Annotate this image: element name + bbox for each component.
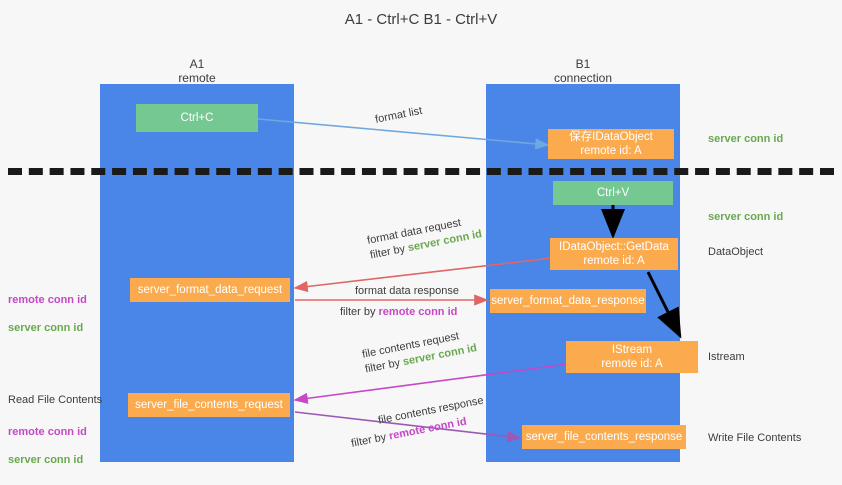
edge-label-format-data-response: format data response: [355, 284, 459, 299]
edge-label-format-data-response-line1: format data response: [355, 285, 459, 297]
node-server-file-contents-response-label: server_file_contents_response: [525, 431, 683, 443]
note-read-file-contents: Read File Contents: [8, 394, 103, 406]
note-server-conn-id-top: server conn id: [708, 133, 784, 145]
node-istream-title: IStream: [611, 344, 653, 356]
page-title: A1 - Ctrl+C B1 - Ctrl+V: [344, 11, 498, 28]
edge-label-format-list-text: format list: [374, 104, 424, 126]
node-server-format-data-request-label: server_format_data_request: [137, 284, 283, 296]
node-istream[interactable]: IStream remote id: A: [566, 341, 698, 373]
node-ctrl-v[interactable]: Ctrl+V: [553, 181, 673, 205]
node-istream-id: remote id: A: [601, 358, 663, 370]
node-getdata-title: IDataObject::GetData: [559, 241, 669, 253]
note-conn-ids-upper: remote conn id server conn id: [8, 279, 87, 349]
lane-header-a1: A1 remote: [100, 57, 294, 85]
lane-header-a1-sub: remote: [178, 71, 216, 85]
node-getdata[interactable]: IDataObject::GetData remote id: A: [550, 238, 678, 270]
node-getdata-id: remote id: A: [583, 255, 645, 267]
node-server-format-data-request[interactable]: server_format_data_request: [130, 278, 290, 302]
edge-label-format-data-response-filter: filter by remote conn id: [340, 305, 457, 320]
node-server-file-contents-response[interactable]: server_file_contents_response: [522, 425, 686, 449]
node-server-format-data-response[interactable]: server_format_data_response: [490, 289, 646, 313]
lane-header-a1-name: A1: [189, 57, 205, 71]
node-save-idataobject-id: remote id: A: [580, 145, 642, 157]
node-ctrl-c[interactable]: Ctrl+C: [136, 104, 258, 132]
edge-label-format-data-request: format data request filter by server con…: [366, 212, 483, 263]
node-ctrl-c-label: Ctrl+C: [180, 112, 214, 124]
note-remote-conn-id-upper: remote conn id: [8, 294, 87, 306]
phase-divider: [8, 168, 834, 175]
lane-header-b1-name: B1: [575, 57, 591, 71]
node-server-format-data-response-label: server_format_data_response: [491, 295, 645, 307]
node-save-idataobject-title: 保存IDataObject: [569, 131, 653, 143]
note-dataobject: DataObject: [708, 246, 764, 258]
note-server-conn-id-mid: server conn id: [708, 211, 784, 223]
note-remote-conn-id-lower: remote conn id: [8, 426, 87, 438]
edge-label-format-list: format list: [374, 104, 424, 128]
edge-label-file-contents-request: file contents request filter by server c…: [361, 326, 478, 377]
lane-header-b1-sub: connection: [553, 71, 613, 85]
filter-by-prefix: filter by: [350, 430, 391, 450]
node-save-idataobject[interactable]: 保存IDataObject remote id: A: [548, 129, 674, 159]
node-server-file-contents-request[interactable]: server_file_contents_request: [128, 393, 290, 417]
note-conn-ids-lower: remote conn id server conn id: [8, 411, 87, 481]
node-server-file-contents-request-label: server_file_contents_request: [135, 399, 283, 411]
filter-by-prefix: filter by: [340, 306, 379, 318]
note-server-conn-id-lower: server conn id: [8, 454, 84, 466]
note-server-conn-id-upper: server conn id: [8, 322, 84, 334]
node-ctrl-v-label: Ctrl+V: [596, 187, 630, 199]
lane-header-b1: B1 connection: [486, 57, 680, 85]
remote-conn-id-key: remote conn id: [378, 306, 458, 318]
note-write-file-contents: Write File Contents: [708, 432, 802, 444]
note-istream: Istream: [708, 351, 745, 363]
